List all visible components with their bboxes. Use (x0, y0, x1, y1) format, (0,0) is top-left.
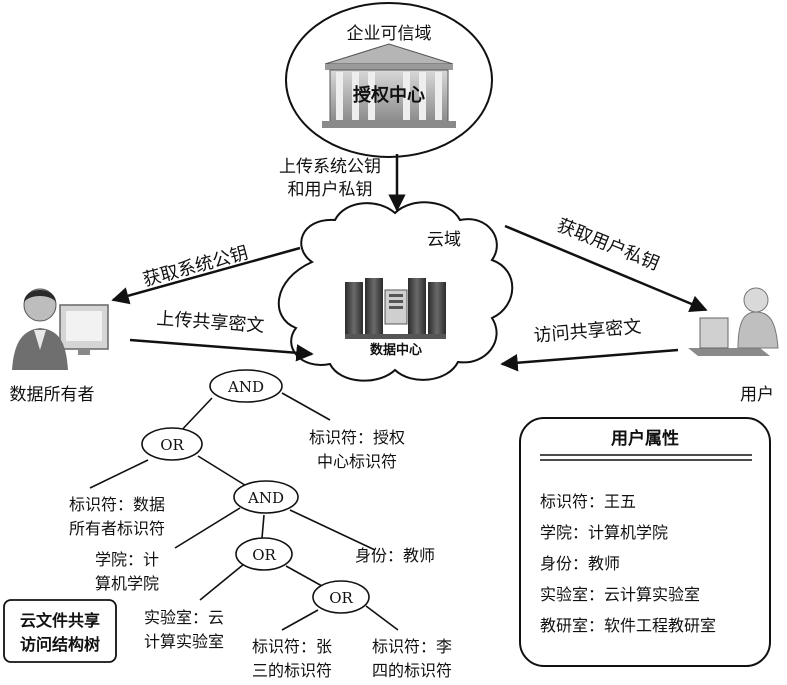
leaf-zhang-line2: 三的标识符 (252, 661, 332, 680)
upload-ciphertext-arrow (130, 340, 312, 354)
tree-node-and-root-label: AND (227, 378, 264, 396)
tree-caption-line1: 云文件共享 (20, 611, 100, 630)
leaf-owner-line2: 所有者标识符 (69, 519, 165, 538)
tree-node-or1-label: OR (160, 436, 184, 454)
leaf-li-line1: 标识符：李 (372, 637, 452, 656)
leaf-auth-line1: 标识符：授权 (309, 428, 405, 447)
get-user-key-label: 获取用户私钥 (554, 215, 662, 275)
tree-caption-line2: 访问结构树 (20, 635, 100, 654)
datacenter-label: 数据中心 (370, 342, 422, 358)
user-icon (688, 288, 778, 356)
user-attributes-title: 用户属性 (611, 428, 679, 449)
user-attribute-item: 标识符：王五 (540, 492, 636, 511)
tree-node-or3-label: OR (329, 589, 353, 607)
data-owner-icon (12, 289, 108, 370)
leaf-lab-line2: 计算实验室 (144, 632, 224, 651)
leaf-identity: 身份：教师 (355, 546, 435, 565)
access-ciphertext-label: 访问共享密文 (533, 316, 642, 346)
cloud-domain: 云域 数据中心 (279, 202, 512, 380)
cloud-domain-title: 云域 (427, 230, 461, 250)
authority-center-label: 授权中心 (353, 84, 425, 106)
user-attribute-item: 教研室：软件工程教研室 (540, 616, 716, 635)
leaf-lab-line1: 实验室：云 (144, 608, 224, 627)
access-ciphertext-arrow (502, 350, 678, 364)
data-owner-label: 数据所有者 (10, 385, 95, 405)
leaf-auth-line2: 中心标识符 (317, 452, 397, 471)
access-tree: AND OR AND OR OR 标识符：授权 中心标识符 标识符：数据 所有者… (69, 370, 452, 680)
leaf-college-line2: 算机学院 (95, 574, 159, 593)
tree-node-and2-label: AND (247, 489, 284, 507)
enterprise-domain: 企业可信域 授权中心 (286, 3, 492, 157)
upload-keys-label-line1: 上传系统公钥 (279, 157, 381, 177)
user-attribute-item: 身份：教师 (540, 554, 620, 573)
upload-ciphertext-label: 上传共享密文 (156, 308, 265, 336)
user-attribute-item: 实验室：云计算实验室 (540, 585, 700, 604)
enterprise-domain-title: 企业可信域 (347, 24, 432, 44)
user-attributes-box: 用户属性 标识符：王五 学院：计算机学院 身份：教师 实验室：云计算实验室 教研… (520, 418, 770, 666)
upload-keys-label-line2: 和用户私钥 (288, 180, 373, 200)
leaf-college-line1: 学院：计 (95, 550, 159, 569)
leaf-owner-line1: 标识符：数据 (69, 495, 165, 514)
leaf-li-line2: 四的标识符 (372, 661, 452, 680)
leaf-zhang-line1: 标识符：张 (252, 637, 332, 656)
get-system-key-label: 获取系统公钥 (141, 243, 251, 291)
user-attribute-item: 学院：计算机学院 (540, 523, 668, 542)
tree-caption-box: 云文件共享 访问结构树 (4, 600, 116, 662)
tree-node-or2-label: OR (252, 546, 276, 564)
user-label: 用户 (740, 385, 774, 405)
